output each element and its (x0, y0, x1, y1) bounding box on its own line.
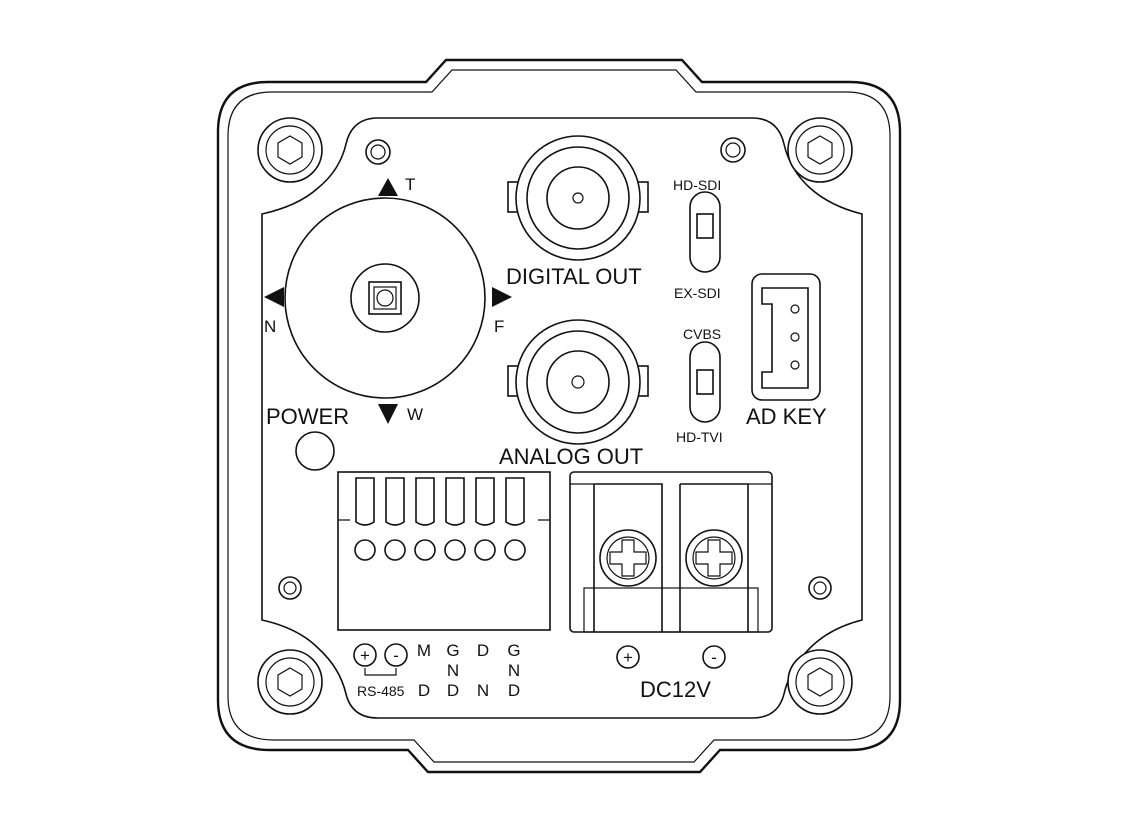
terminal-pin-labels: + - RS-485 M D G N D D N G N D (353, 641, 521, 700)
hd-sdi-label: HD-SDI (673, 177, 721, 193)
corner-screw-bottom-right (787, 649, 853, 715)
zoom-tele-arrow-icon (378, 178, 398, 196)
pin-3-bottom-label: D (418, 681, 430, 700)
focus-far-label: F (494, 317, 504, 336)
pin-4-top-label: G (446, 641, 459, 660)
zoom-tele-label: T (405, 175, 415, 194)
ad-key-label: AD KEY (746, 404, 827, 429)
dc-negative-marker (702, 645, 726, 669)
analog-out-bnc-connector[interactable] (507, 319, 649, 445)
focus-far-arrow-icon (492, 287, 512, 307)
dc-positive-marker (616, 645, 640, 669)
corner-screw-top-left (257, 117, 323, 183)
dc12v-power-terminal[interactable] (569, 471, 773, 633)
focus-near-arrow-icon (264, 287, 284, 307)
hd-tvi-label: HD-TVI (676, 429, 723, 445)
dc-positive-label: + (623, 648, 633, 667)
focus-near-label: N (264, 317, 276, 336)
zoom-wide-arrow-icon (378, 404, 398, 424)
sdi-mode-switch[interactable] (689, 191, 721, 273)
dc12v-label: DC12V (640, 677, 711, 702)
corner-screw-bottom-left (257, 649, 323, 715)
osd-joystick[interactable] (284, 197, 486, 399)
pin-1-label: + (360, 646, 370, 665)
mounting-hole-bottom-left (278, 576, 302, 600)
pin-5-top-label: D (477, 641, 489, 660)
control-terminal-block[interactable] (337, 471, 551, 631)
power-led (295, 431, 335, 471)
terminal-levers (355, 477, 525, 526)
mounting-hole-top-right (720, 137, 746, 163)
pin-6-middle-label: N (508, 661, 520, 680)
negative-screw[interactable] (685, 529, 743, 587)
power-label: POWER (266, 404, 349, 429)
pin-2-label: - (393, 646, 399, 665)
analog-out-label: ANALOG OUT (499, 444, 643, 469)
zoom-wide-label: W (407, 405, 423, 424)
ex-sdi-label: EX-SDI (674, 285, 721, 301)
pin-6-top-label: G (507, 641, 520, 660)
positive-screw[interactable] (599, 529, 657, 587)
digital-out-label: DIGITAL OUT (506, 264, 642, 289)
dc-negative-label: - (711, 648, 717, 667)
mounting-hole-top-left (365, 139, 391, 165)
housing-outline (216, 58, 902, 774)
pin-4-middle-label: N (447, 661, 459, 680)
analog-mode-switch[interactable] (689, 341, 721, 423)
cvbs-label: CVBS (683, 326, 721, 342)
rs485-label: RS-485 (357, 683, 405, 699)
mounting-hole-bottom-right (808, 576, 832, 600)
pin-6-bottom-label: D (508, 681, 520, 700)
pin-5-bottom-label: N (477, 681, 489, 700)
corner-screw-top-right (787, 117, 853, 183)
pin-4-bottom-label: D (447, 681, 459, 700)
pin-3-top-label: M (417, 641, 431, 660)
digital-out-bnc-connector[interactable] (507, 135, 649, 261)
terminal-holes (354, 539, 526, 561)
ad-key-connector[interactable] (751, 273, 821, 401)
